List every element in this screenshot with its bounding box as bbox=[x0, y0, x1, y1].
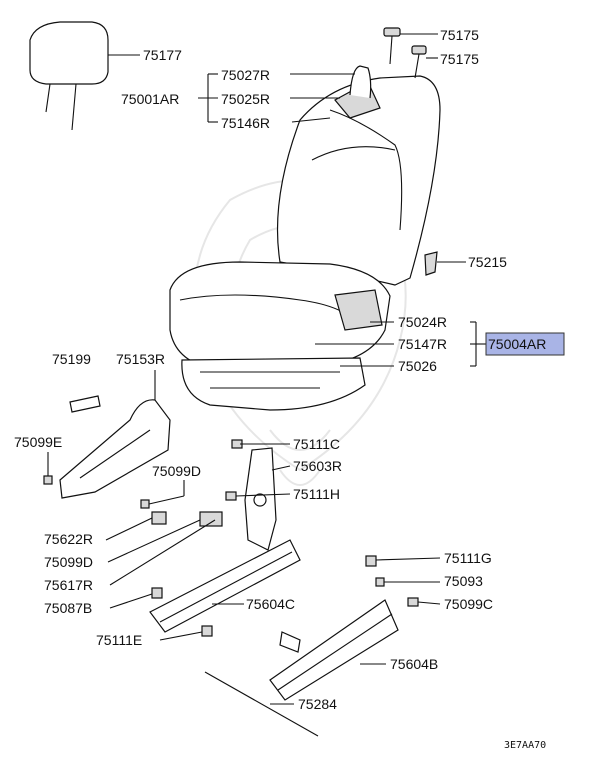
bolt-75175-upper bbox=[383, 27, 401, 65]
seat-cushion-part bbox=[169, 261, 391, 411]
label-75284: 75284 bbox=[298, 696, 337, 712]
seat-back-part bbox=[276, 65, 441, 286]
label-75099e: 75099E bbox=[14, 434, 62, 450]
label-75026: 75026 bbox=[398, 358, 437, 374]
label-75025r: 75025R bbox=[221, 91, 270, 107]
label-75215: 75215 bbox=[468, 254, 507, 270]
small-fasteners bbox=[43, 439, 419, 637]
label-75175-lower: 75175 bbox=[440, 51, 479, 67]
label-75111h: 75111H bbox=[293, 486, 340, 502]
label-75111c: 75111C bbox=[293, 436, 340, 452]
label-75146r: 75146R bbox=[221, 115, 270, 131]
label-75177: 75177 bbox=[143, 47, 182, 63]
label-75622r: 75622R bbox=[44, 531, 93, 547]
label-75099d-top: 75099D bbox=[152, 463, 201, 479]
recliner-bracket-part bbox=[244, 447, 277, 551]
label-75604b: 75604B bbox=[390, 656, 438, 672]
label-75153r: 75153R bbox=[116, 351, 165, 367]
cable-part bbox=[204, 671, 319, 737]
part-labels: 75175 75175 75177 75027R 75001AR 75025R … bbox=[14, 27, 546, 751]
figure-code: 3E7AA70 bbox=[504, 740, 546, 751]
label-75027r: 75027R bbox=[221, 67, 270, 83]
label-75175-upper: 75175 bbox=[440, 27, 479, 43]
label-75099d: 75099D bbox=[44, 554, 93, 570]
highlight-box bbox=[485, 332, 565, 356]
label-75604c: 75604C bbox=[246, 596, 295, 612]
bolt-75175-lower bbox=[411, 45, 427, 79]
label-75001ar: 75001AR bbox=[121, 91, 179, 107]
inner-slide-rail-part bbox=[149, 539, 301, 633]
side-shield-part bbox=[59, 395, 171, 499]
label-75004ar: 75004AR bbox=[488, 336, 546, 352]
label-75024r: 75024R bbox=[398, 314, 447, 330]
label-75147r: 75147R bbox=[398, 336, 447, 352]
label-75111g: 75111G bbox=[444, 550, 492, 566]
label-75087b: 75087B bbox=[44, 600, 92, 616]
outer-slide-rail-part bbox=[269, 599, 399, 701]
label-75111e: 75111E bbox=[96, 632, 142, 648]
label-75617r: 75617R bbox=[44, 577, 93, 593]
label-75603r: 75603R bbox=[293, 458, 342, 474]
label-75199: 75199 bbox=[52, 351, 91, 367]
label-75093: 75093 bbox=[444, 573, 483, 589]
leader-lines bbox=[47, 33, 486, 705]
label-75099c: 75099C bbox=[444, 596, 493, 612]
headrest-part bbox=[29, 21, 109, 131]
